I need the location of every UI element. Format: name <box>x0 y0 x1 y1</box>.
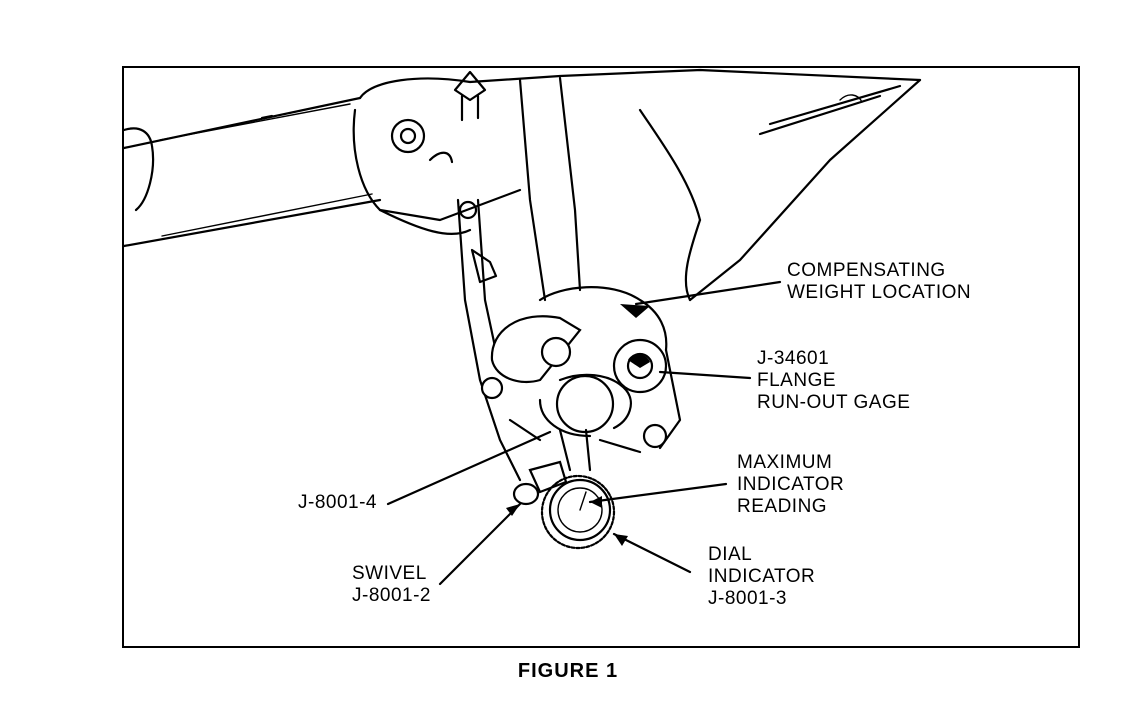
label-line: J-8001-3 <box>708 588 787 609</box>
label-line: MAXIMUM <box>737 452 833 473</box>
label-line: DIAL <box>708 544 753 565</box>
axle-tube <box>122 96 382 248</box>
label-line: INDICATOR <box>737 474 845 495</box>
gage-bracket <box>456 198 522 482</box>
label-flange-runout-gage: J-34601 FLANGE RUN-OUT GAGE <box>757 348 910 414</box>
figure-caption: FIGURE 1 <box>517 660 619 682</box>
label-line: INDICATOR <box>708 566 816 587</box>
label-dial-indicator: DIAL INDICATOR J-8001-3 <box>708 544 815 610</box>
dial-leader <box>612 532 692 574</box>
dial-indicator <box>512 428 616 550</box>
gage-leader <box>658 370 752 380</box>
label-line: FLANGE <box>757 370 837 391</box>
label-line: J-8001-2 <box>352 585 431 606</box>
label-j8001-4: J-8001-4 <box>298 492 377 513</box>
label-line: J-34601 <box>757 348 830 369</box>
flange-runout-gage <box>480 286 682 454</box>
label-maximum-indicator-reading: MAXIMUM INDICATOR READING <box>737 452 844 518</box>
j8001-4-leader <box>386 430 552 506</box>
label-compensating-weight: COMPENSATING WEIGHT LOCATION <box>787 260 971 304</box>
figure-frame <box>122 66 1080 648</box>
leader-arrows <box>386 280 782 586</box>
label-line: COMPENSATING <box>787 260 946 281</box>
compensating-leader <box>634 280 782 306</box>
label-line: WEIGHT LOCATION <box>787 282 972 303</box>
label-line: SWIVEL <box>352 563 427 584</box>
label-line: RUN-OUT GAGE <box>757 392 911 413</box>
swivel-leader <box>438 502 522 586</box>
label-line: READING <box>737 496 828 517</box>
max-reading-leader <box>588 482 728 504</box>
differential-housing <box>352 68 922 302</box>
label-swivel: SWIVEL J-8001-2 <box>352 563 431 607</box>
